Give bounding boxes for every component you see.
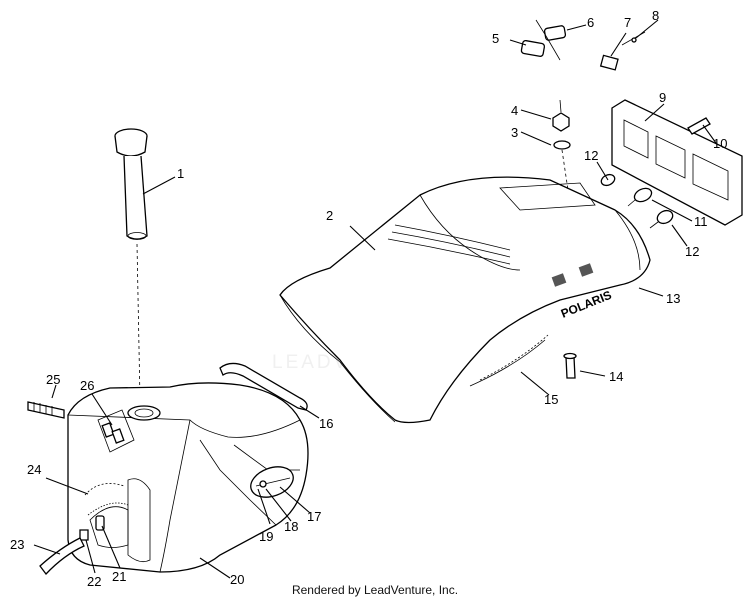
callout-26: 26 (80, 378, 94, 393)
callout-1: 1 (177, 166, 184, 181)
callout-24: 24 (27, 462, 41, 477)
callout-3: 3 (511, 125, 518, 140)
callout-20: 20 (230, 572, 244, 587)
callout-8: 8 (652, 8, 659, 23)
part-bulbs-12 (600, 173, 674, 229)
callout-25: 25 (46, 372, 60, 387)
footer-credit: Rendered by LeadVenture, Inc. (291, 583, 459, 597)
callout-19: 19 (259, 529, 273, 544)
callout-9: 9 (659, 90, 666, 105)
callout-12-upper: 12 (584, 148, 598, 163)
callout-17: 17 (307, 509, 321, 524)
callout-6: 6 (587, 15, 594, 30)
callout-7: 7 (624, 15, 631, 30)
callout-12-lower: 12 (685, 244, 699, 259)
part-bulb-11 (627, 187, 653, 207)
callout-22: 22 (87, 574, 101, 589)
callout-13: 13 (666, 291, 680, 306)
part-nut-washer (552, 99, 571, 191)
part-taillight-bracket (611, 99, 743, 226)
callout-11: 11 (694, 214, 708, 229)
callout-5: 5 (492, 31, 499, 46)
callout-23: 23 (10, 537, 24, 552)
part-plate-screw (599, 31, 646, 71)
callout-21: 21 (112, 569, 126, 584)
callouts: 1 2 3 4 5 6 7 8 9 10 11 12 12 13 14 15 1… (10, 8, 727, 589)
part-vent-line (27, 401, 125, 444)
part-grommets (520, 19, 567, 61)
callout-14: 14 (609, 369, 623, 384)
callout-4: 4 (511, 103, 518, 118)
part-fitting-hose (39, 515, 105, 576)
callout-15: 15 (544, 392, 558, 407)
part-screw-10 (687, 117, 711, 135)
leader-lines (33, 19, 717, 579)
callout-2: 2 (326, 208, 333, 223)
callout-18: 18 (284, 519, 298, 534)
callout-16: 16 (319, 416, 333, 431)
part-filler-neck (114, 128, 148, 401)
part-handle-16 (219, 362, 308, 411)
part-bolt-14 (563, 352, 577, 379)
part-seat (279, 176, 651, 424)
callout-10: 10 (713, 136, 727, 151)
